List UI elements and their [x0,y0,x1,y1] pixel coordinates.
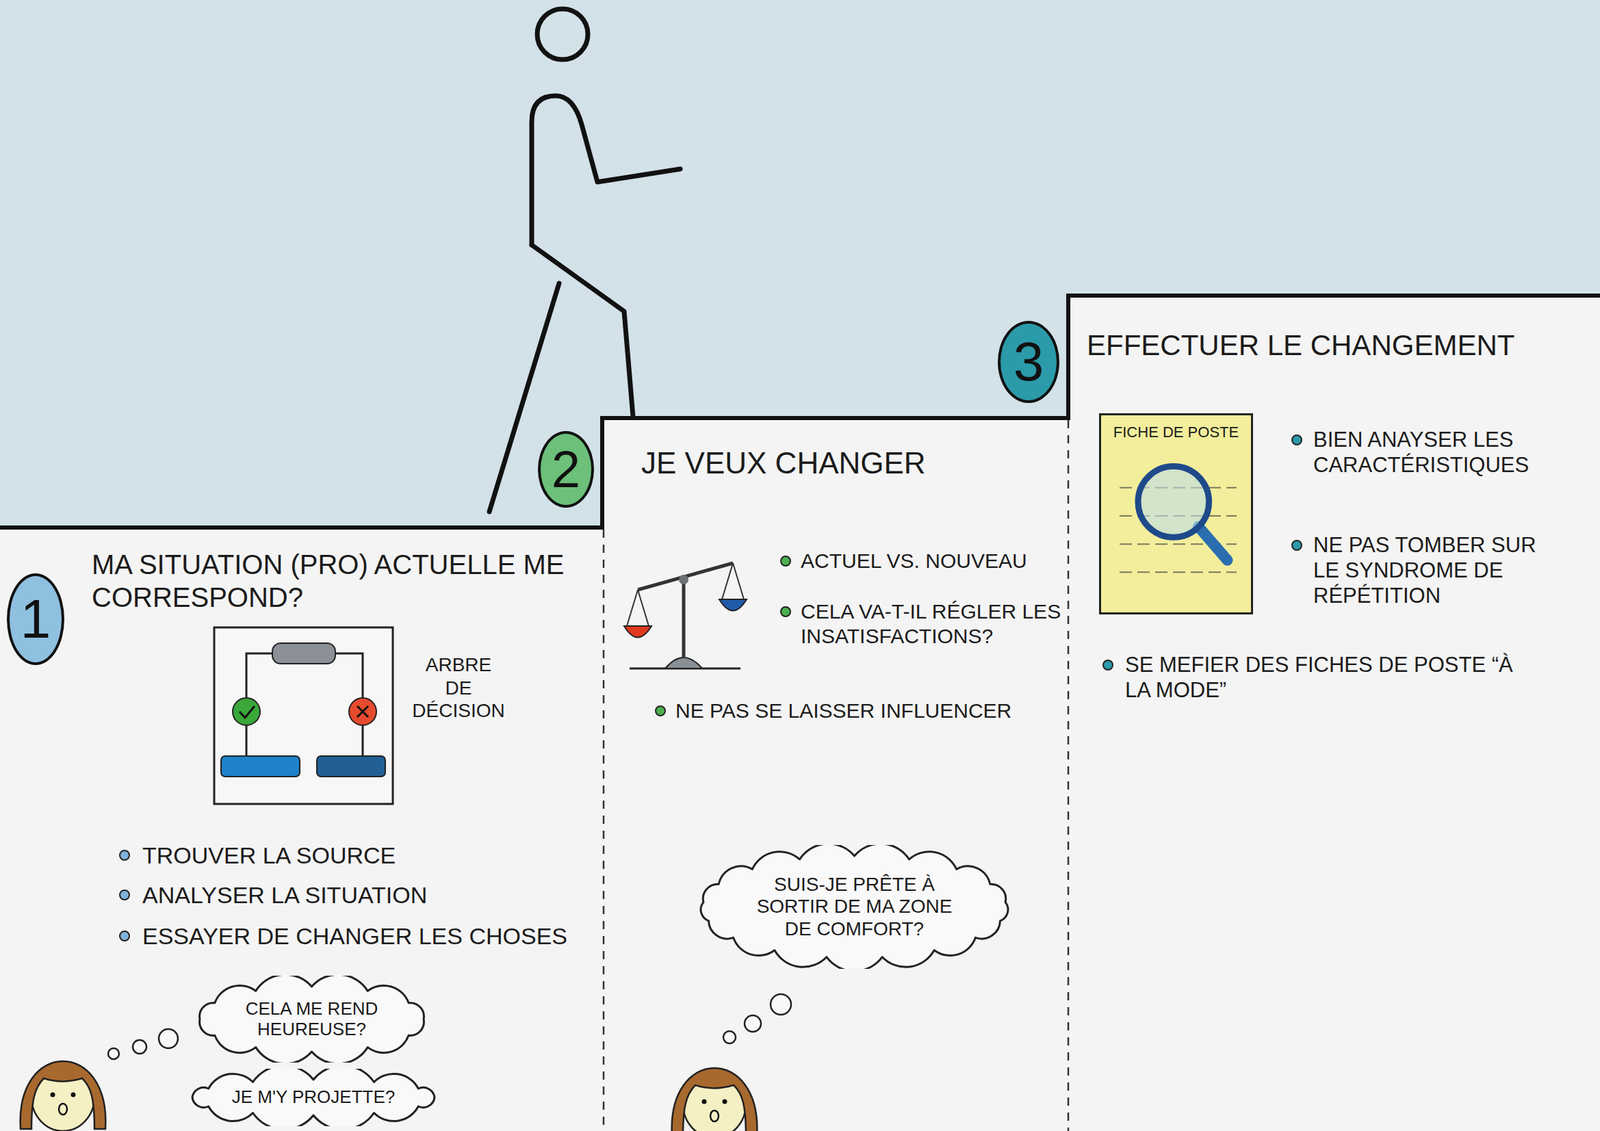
bullet-dot [1291,539,1303,551]
stairs-outline [0,295,1600,528]
figure-body [531,95,681,245]
bullet-text: BIEN ANAYSER LES CARACTÉRISTIQUES [1313,427,1587,478]
girl-face [20,1061,107,1131]
bullet-text: NE PAS TOMBER SUR LE SYNDROME DE RÉPÉTIT… [1313,532,1560,610]
callout-number: 1 [6,573,65,666]
thought-cloud: JE M'Y PROJETTE? [181,1068,446,1127]
bullet-dot [119,930,131,942]
icon-caption: ARBRE DE DÉCISION [410,653,507,723]
callout-text: 1 [20,591,52,647]
cloud-shape [199,975,425,1063]
callout-number: 3 [997,320,1060,404]
tree-root [272,643,336,664]
tree-lines [246,653,363,757]
thought-dot [744,1015,761,1032]
bullet-text: SE MEFIER DES FICHES DE POSTE “À LA MODE… [1125,652,1529,703]
cross-mark [357,706,369,718]
step-panel: EFFECTUER LE CHANGEMENT BIEN ANAYSER LES … [1068,295,1600,1131]
icon-frame [214,627,393,805]
stick-figure [489,8,681,512]
step-panel: MA SITUATION (PRO) ACTUELLE ME CORRESPON… [0,527,603,1131]
tree-leaf [316,756,386,777]
check-circle [232,698,261,726]
thought-cloud: SUIS-JE PRÊTE À SORTIR DE MA ZONE DE COM… [691,845,1017,970]
magnifier-handle [1198,526,1228,561]
bullet-text: ANALYSER LA SITUATION [142,881,595,910]
scale-base [665,657,703,669]
bullet-dot [119,849,131,861]
thought-text: CELA ME REND HEUREUSE? [236,999,388,1041]
text-line [1119,571,1237,573]
thought-cloud: CELA ME REND HEUREUSE? [188,975,435,1063]
cloud-shape [700,845,1009,970]
bullet-text: ESSAYER DE CHANGER LES CHOSES [142,922,595,951]
cross-circle [349,698,377,726]
scale-pivot [678,574,689,585]
bullet-text: ACTUEL VS. NOUVEAU [800,548,1061,574]
panel-heading: MA SITUATION (PRO) ACTUELLE ME CORRESPON… [91,548,585,614]
callout-text: 2 [551,443,581,496]
thought-dot [723,1031,736,1044]
thought-dot [770,994,792,1015]
bullet-text: CELA VA-T-IL RÉGLER LES INSATISFACTIONS? [800,599,1065,649]
thought-text: SUIS-JE PRÊTE À SORTIR DE MA ZONE DE COM… [752,873,958,941]
scale-icon [624,563,747,669]
bullet-dot [780,606,792,618]
bullet-dot [119,889,131,901]
divider [1067,420,1070,1131]
check-mark [239,706,255,718]
bullet-dot [1102,659,1114,671]
face-eye [702,1099,707,1105]
thought-text: JE M'Y PROJETTE? [231,1087,396,1108]
face-eye [50,1092,56,1098]
face-eye [71,1092,76,1098]
bullet-dot [654,705,666,717]
step-panel: JE VEUX CHANGER ACTUEL VS. NOUVEAU CELA VA… [602,418,1069,1131]
scale-pan [719,599,747,612]
face-mouth [58,1103,68,1115]
thought-dot [132,1040,147,1054]
scale-strings [626,563,744,627]
panel-heading: EFFECTUER LE CHANGEMENT [1086,328,1587,363]
job-sheet: FICHE DE POSTE [1099,413,1254,615]
decision-tree-icon [214,627,393,805]
callout-number: 2 [537,431,595,508]
thought-dot [108,1048,120,1060]
face-hair [672,1068,758,1131]
face-mouth [710,1110,719,1122]
bullet-dot [780,555,792,567]
scale-pole [682,579,686,659]
sheet-title: FICHE DE POSTE [1101,423,1251,441]
bullet-text: TROUVER LA SOURCE [142,841,595,870]
girl-face [672,1068,758,1131]
scale-beam [637,563,733,590]
bullet-text: NE PAS SE LAISSER INFLUENCER [675,698,1059,724]
magnifier-lens [1138,466,1210,538]
face-eye [722,1099,728,1105]
bullet-dot [1291,434,1303,446]
magnifier-drawing [1101,415,1256,617]
scale-pan [624,626,652,638]
thought-dot [158,1029,178,1049]
figure-head [537,8,588,60]
callout-text: 3 [1013,334,1045,390]
face-hair [20,1061,107,1130]
stairs-fill [0,295,1600,1131]
cloud-shape [192,1068,435,1127]
panel-heading: JE VEUX CHANGER [641,445,1052,482]
divider [602,529,605,1131]
tree-leaf [221,756,300,777]
